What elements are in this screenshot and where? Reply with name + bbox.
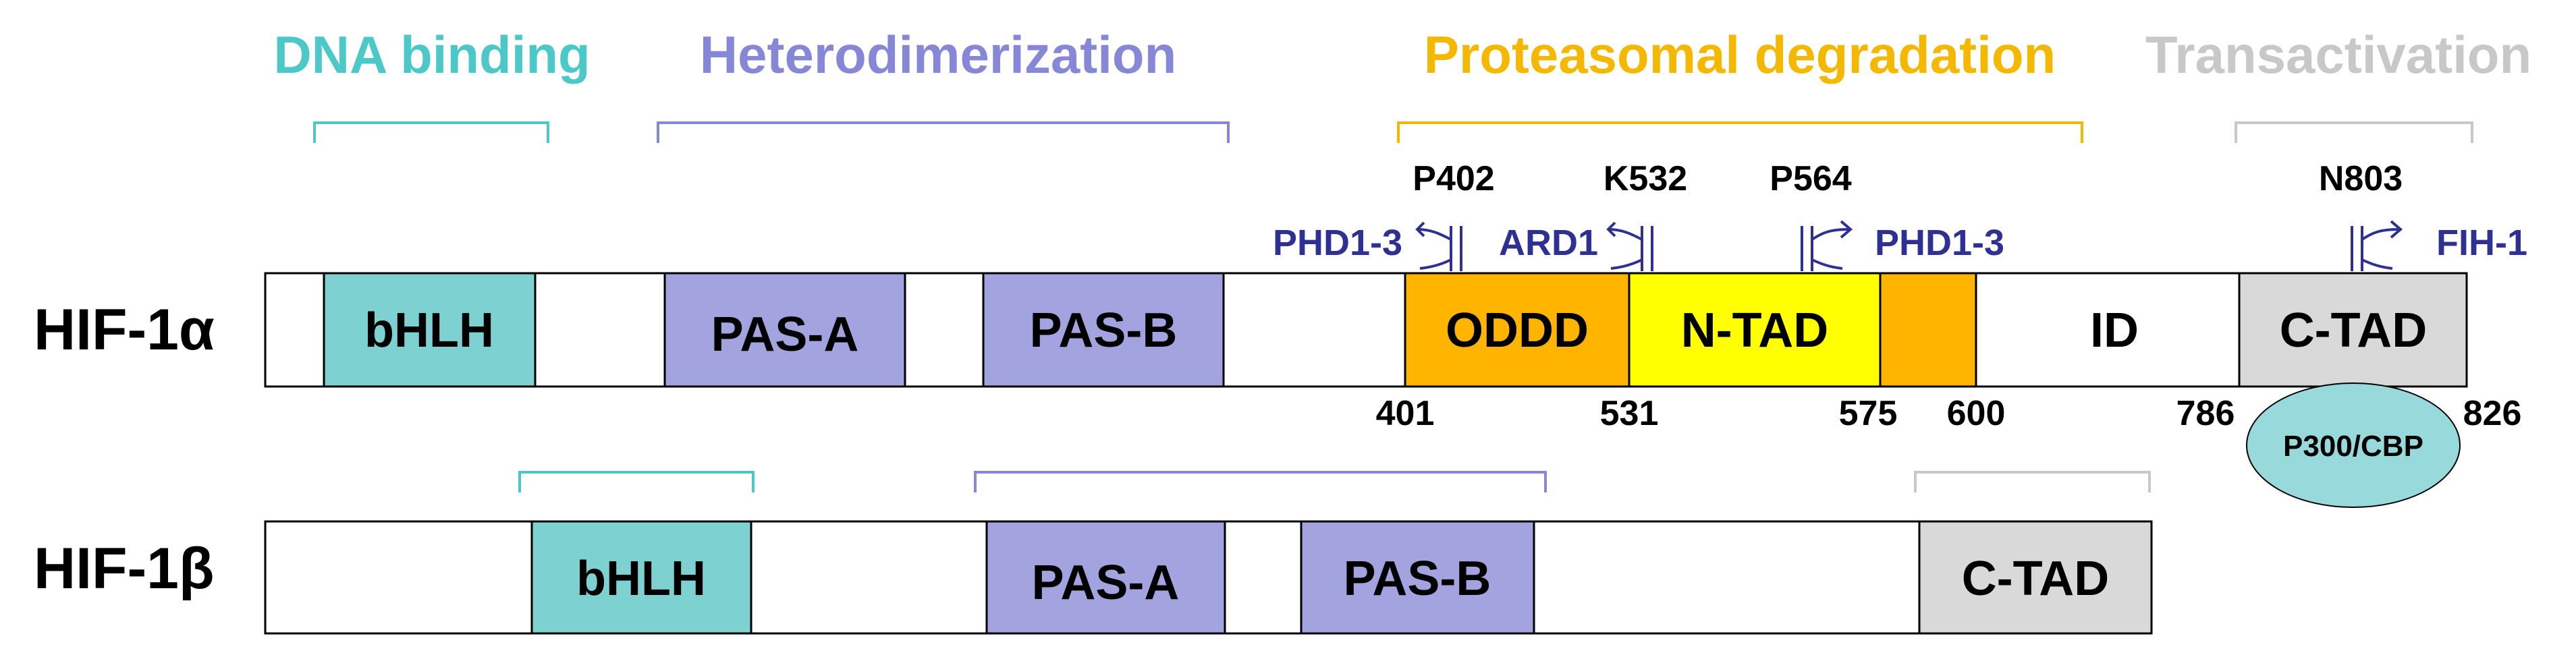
residue-p402: P402	[1413, 159, 1494, 198]
hif1b-label: HIF-1β	[34, 536, 215, 601]
hif1a-ctad-domain	[2238, 272, 2468, 388]
residue-p564: P564	[1770, 159, 1852, 198]
hif1a-oddd-tail-domain	[1879, 272, 1977, 388]
k532-arrow-icon	[1606, 221, 1653, 271]
p300-cbp-label: P300/CBP	[2283, 430, 2423, 463]
p564-arrow-icon	[1801, 220, 1853, 271]
bracket-heterodimerization-hif1a	[657, 121, 1230, 143]
hif1b-pas-a-label: PAS-A	[1032, 556, 1180, 610]
hif1a-bhlh-domain	[323, 272, 537, 388]
hif1a-id-label: ID	[2090, 304, 2139, 358]
p300-cbp-ellipse	[2246, 382, 2461, 508]
position-401: 401	[1376, 394, 1435, 433]
hif1a-backbone	[264, 272, 2468, 388]
enzyme-fih1: FIH-1	[2436, 223, 2527, 263]
position-531: 531	[1600, 394, 1659, 433]
hif1b-bhlh-domain	[530, 520, 752, 635]
bracket-dna-binding-hif1a	[313, 121, 549, 143]
category-transactivation: Transactivation	[2145, 25, 2531, 84]
enzyme-phd-right: PHD1-3	[1875, 223, 2004, 263]
hif1a-ctad-label: C-TAD	[2280, 304, 2428, 358]
hif1a-label: HIF-1α	[34, 297, 215, 362]
hif1a-pas-b-label: PAS-B	[1030, 304, 1178, 358]
hif1b-pas-a-domain	[985, 520, 1226, 635]
hif1a-pas-a-label: PAS-A	[711, 308, 859, 362]
enzyme-phd-left: PHD1-3	[1273, 223, 1402, 263]
category-proteasomal-degradation: Proteasomal degradation	[1424, 25, 2056, 84]
enzyme-ard1: ARD1	[1499, 223, 1598, 263]
hif1b-ctad-label: C-TAD	[1962, 552, 2110, 606]
position-575: 575	[1839, 394, 1898, 433]
bracket-dna-binding-hif1b	[518, 471, 755, 492]
hif1b-pas-b-label: PAS-B	[1344, 552, 1491, 606]
hif1a-oddd-domain	[1404, 272, 1630, 388]
hif1a-pas-a-domain	[663, 272, 906, 388]
hif1a-pas-b-domain	[982, 272, 1225, 388]
hif1a-oddd-label: ODDD	[1446, 304, 1589, 358]
bracket-heterodimerization-hif1b	[974, 471, 1547, 492]
position-600: 600	[1947, 394, 2006, 433]
hif1b-bhlh-label: bHLH	[576, 552, 706, 606]
position-786: 786	[2176, 394, 2235, 433]
bracket-proteasomal-hif1a	[1397, 121, 2083, 143]
residue-k532: K532	[1604, 159, 1687, 198]
hif1b-bar	[264, 520, 2153, 635]
category-heterodimerization: Heterodimerization	[700, 25, 1176, 84]
hif1a-ntad-domain	[1628, 272, 1882, 388]
category-dna-binding: DNA binding	[273, 25, 590, 84]
hif1b-pas-b-domain	[1300, 520, 1535, 635]
hif1a-bar	[264, 272, 2468, 388]
position-826: 826	[2463, 394, 2522, 433]
hif1a-bhlh-label: bHLH	[364, 304, 494, 358]
residue-n803: N803	[2319, 159, 2403, 198]
p402-arrow-icon	[1415, 221, 1462, 271]
hif1a-ntad-label: N-TAD	[1681, 304, 1829, 358]
bracket-transactivation-hif1a	[2235, 121, 2473, 143]
hif1b-ctad-domain	[1918, 520, 2153, 635]
n803-arrow-icon	[2351, 220, 2403, 271]
bracket-transactivation-hif1b	[1914, 471, 2151, 492]
